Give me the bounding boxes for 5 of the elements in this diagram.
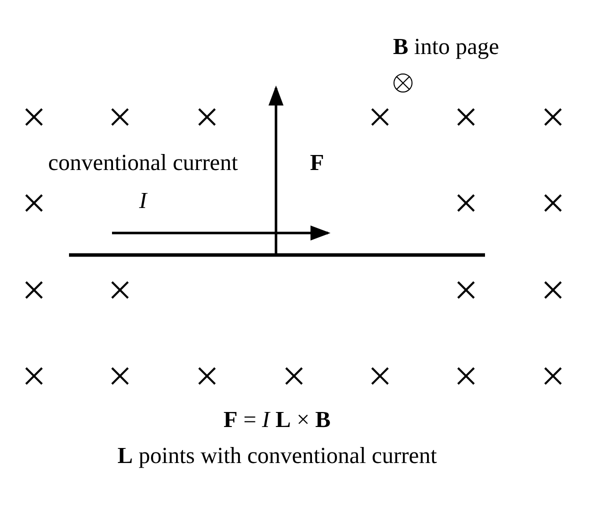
force-label: F bbox=[310, 149, 324, 177]
field-label: B into page bbox=[393, 33, 500, 61]
note-text: L points with conventional current bbox=[118, 442, 437, 470]
formula-text: F = I L × B bbox=[224, 406, 331, 434]
current-label: conventional current I bbox=[47, 149, 239, 215]
